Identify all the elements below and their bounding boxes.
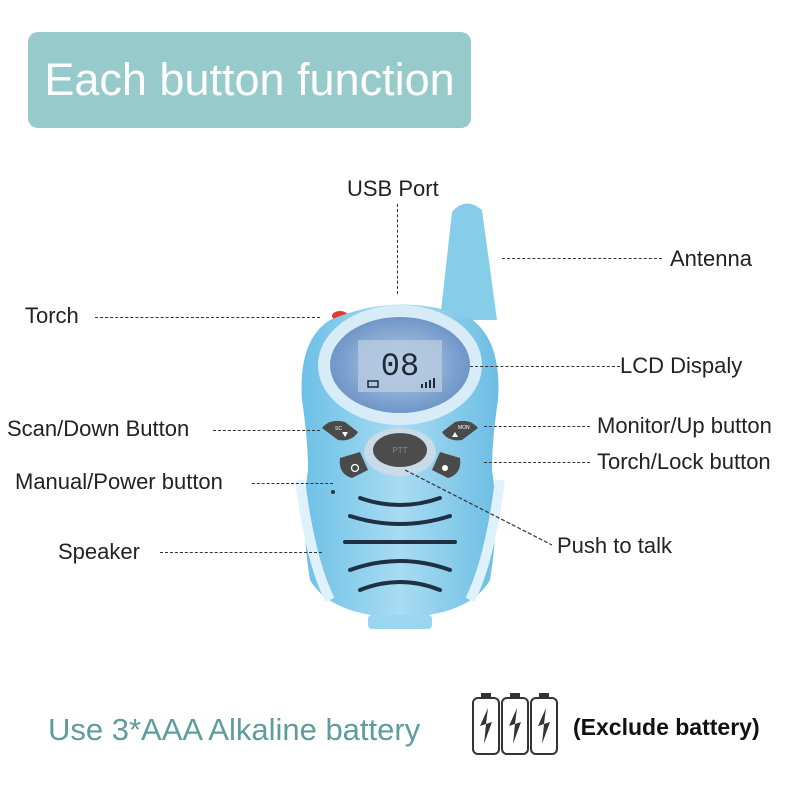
ptt-leader-line <box>404 469 553 546</box>
monitor-up-button: MON <box>442 420 478 441</box>
label-torch: Torch <box>25 303 79 328</box>
title-banner: Each button function <box>28 32 471 128</box>
push-to-talk-button: PTT <box>373 433 427 467</box>
leader-line <box>252 483 333 484</box>
label-speaker: Speaker <box>58 539 140 564</box>
svg-text:SC: SC <box>335 426 342 432</box>
torch-lock-button <box>432 452 461 478</box>
label-scan-down: Scan/Down Button <box>7 416 190 441</box>
label-torch-lock: Torch/Lock button <box>597 449 771 474</box>
leader-line <box>484 462 590 463</box>
label-push-to-talk: Push to talk <box>557 533 672 558</box>
label-monitor-up: Monitor/Up button <box>597 413 772 438</box>
label-lcd: LCD Dispaly <box>620 353 743 378</box>
svg-text:PTT: PTT <box>392 446 407 455</box>
title: Each button function <box>44 54 455 105</box>
exclude-battery-note: (Exclude battery) <box>573 714 760 740</box>
microphone-hole <box>331 490 335 494</box>
leader-line <box>397 204 398 294</box>
label-antenna: Antenna <box>670 246 752 271</box>
speaker-grille <box>343 496 457 592</box>
leader-line <box>502 258 662 259</box>
scan-down-button: SC <box>322 420 358 441</box>
leader-line <box>95 317 320 318</box>
lcd-digits: 08 <box>381 348 419 385</box>
leader-line <box>484 426 590 427</box>
antenna <box>440 203 497 320</box>
svg-text:MON: MON <box>458 425 470 431</box>
manual-power-button <box>339 452 368 478</box>
leader-line <box>470 366 620 367</box>
signal-icon <box>421 378 435 388</box>
leader-line <box>213 430 320 431</box>
battery-note: Use 3*AAA Alkaline battery <box>48 712 421 747</box>
label-usb-port: USB Port <box>347 176 439 201</box>
leader-line <box>160 552 322 553</box>
label-manual-power: Manual/Power button <box>15 469 223 494</box>
